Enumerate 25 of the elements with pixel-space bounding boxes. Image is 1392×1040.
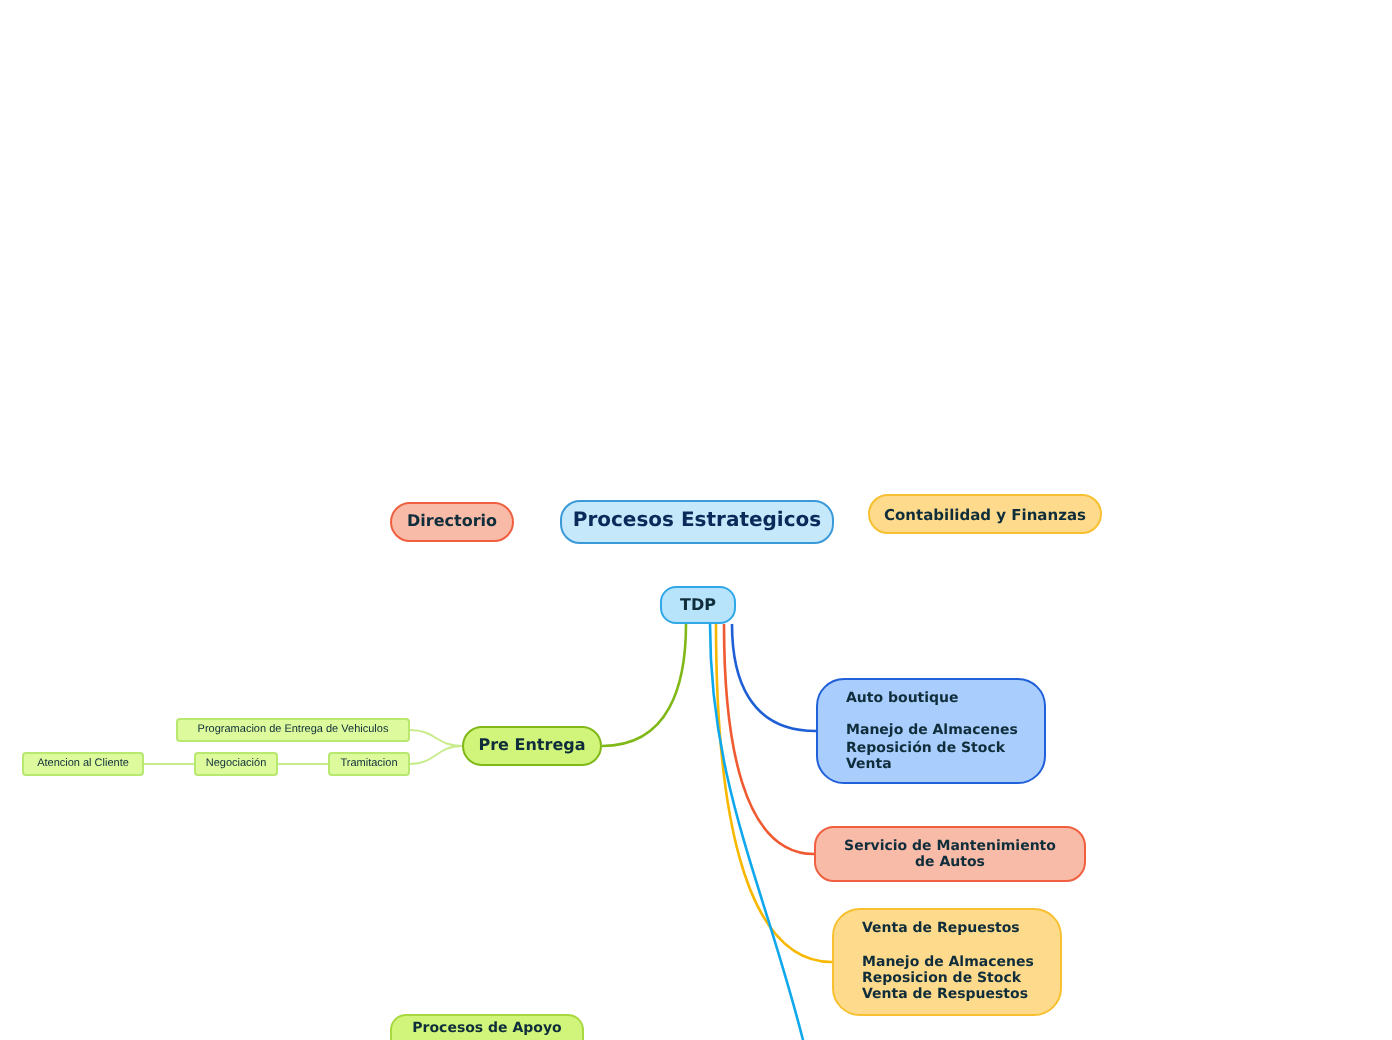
connector-line [409, 745, 463, 765]
topic-text: Directorio [407, 512, 497, 532]
topic-text: TDP [680, 595, 716, 615]
connector-line [722, 624, 815, 856]
connector-line [714, 624, 833, 964]
topic-text: Pre Entrega [478, 736, 586, 756]
topic-box [328, 752, 410, 776]
topic-box [22, 752, 144, 776]
topic-box [816, 678, 1046, 784]
connector-line [277, 763, 329, 765]
topic-box [194, 752, 278, 776]
connector-line [601, 623, 688, 748]
topic-text: Procesos Estrategicos [572, 510, 822, 534]
topic-box [390, 1014, 584, 1040]
topic-box [660, 586, 736, 624]
topic-box [832, 908, 1062, 1016]
topic-box [390, 502, 514, 542]
topic-box [560, 500, 834, 544]
topic-box [814, 826, 1086, 882]
topic-box [462, 726, 602, 766]
connector-line [143, 763, 195, 765]
connector-line [730, 623, 817, 733]
connector-line [708, 623, 806, 1040]
topic-box [868, 494, 1102, 534]
topic-box [176, 718, 410, 742]
